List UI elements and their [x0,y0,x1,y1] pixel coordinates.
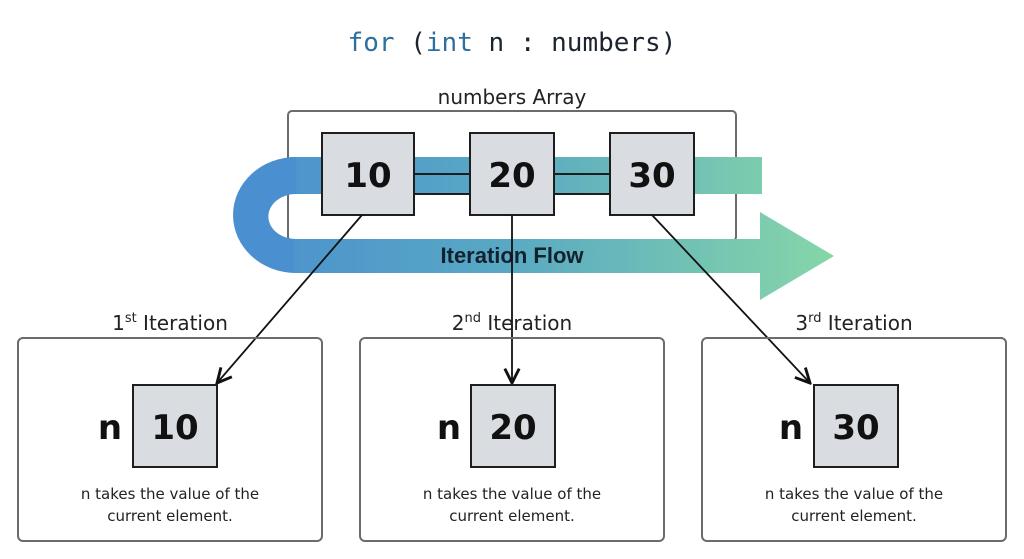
iteration-value-2: 20 [489,408,536,448]
array-element: 20 [469,132,555,216]
iteration-caption-line1: n takes the value of the [423,485,601,503]
code-header: for (int n : numbers) [348,28,677,58]
array-box-0 [321,132,415,216]
iteration-value-3: 30 [832,408,879,448]
loop-variable-label: n [437,408,461,448]
iteration-value-1: 10 [151,408,198,448]
array-element: 10 [321,132,415,216]
loop-variable-label: n [779,408,803,448]
iteration-value-box-2 [470,384,556,468]
array-label: numbers Array [438,85,587,109]
iteration-panel-1: 1st Iteration n 10 n takes the value of … [17,311,323,542]
iteration-panel-3: 3rd Iteration n 30 n takes the value of … [701,311,1007,542]
iteration-frame-3 [701,337,1007,542]
array-element: 30 [609,132,695,216]
iteration-title-3: 3rd Iteration [795,311,912,335]
assignment-arrows [217,214,810,383]
code-rest: n : numbers) [473,28,677,58]
iteration-value-box-1 [132,384,218,468]
iteration-caption-line2: current element. [107,507,233,525]
iteration-caption-line2: current element. [449,507,575,525]
iteration-title-1: 1st Iteration [112,311,228,335]
code-paren: ( [395,28,426,58]
arrow-to-iteration-1 [217,214,363,383]
code-keyword-for: for [348,28,395,58]
loop-variable-label: n [98,408,122,448]
iteration-frame-1 [17,337,323,542]
array-value-1: 20 [488,156,535,196]
arrow-to-iteration-3 [651,214,810,383]
iteration-panel-2: 2nd Iteration n 20 n takes the value of … [359,311,665,542]
array-value-0: 10 [344,156,391,196]
iteration-caption-line1: n takes the value of the [765,485,943,503]
iteration-value-box-3 [813,384,899,468]
array-value-2: 30 [628,156,675,196]
iteration-title-2: 2nd Iteration [452,311,572,335]
iteration-caption-line1: n takes the value of the [81,485,259,503]
array-connectors [414,173,610,195]
code-keyword-int: int [426,28,473,58]
iteration-caption-line2: current element. [791,507,917,525]
iteration-frame-2 [359,337,665,542]
